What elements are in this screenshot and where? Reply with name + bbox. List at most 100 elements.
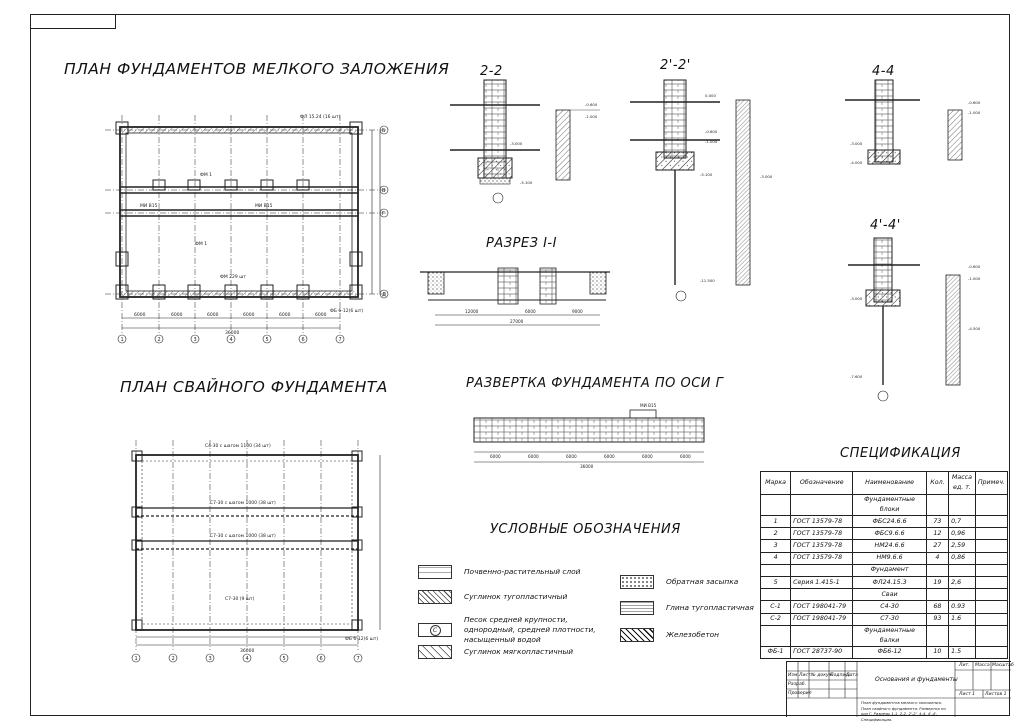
legend-item: Суглинок тугопластичный: [418, 590, 608, 604]
svg-text:6000: 6000: [680, 454, 691, 459]
development-title: РАЗВЕРТКА ФУНДАМЕНТА ПО ОСИ Г: [466, 376, 724, 391]
shallow-plan-axis-bubbles: 1 2 3 4 5 6 7 Б В Г Д: [117, 125, 389, 344]
legend-item: Обратная засыпка: [620, 575, 770, 589]
svg-text:6: 6: [320, 656, 323, 662]
pile-c730c-label: С7-30 (9 шт): [225, 596, 255, 602]
loam-stiff-swatch: [418, 590, 452, 604]
mu-label-1: МИ В15: [140, 203, 158, 209]
pile-plan-annotations: С4-30 с шагом 1100 (34 шт) С7-30 с шагом…: [205, 443, 378, 654]
svg-text:-7.600: -7.600: [850, 374, 863, 379]
section-2-2-drawing: [450, 79, 600, 204]
svg-text:-3.000: -3.000: [850, 296, 863, 301]
legend-item: C Песок средней крупности, однородный, с…: [418, 615, 618, 645]
section-2-2-title: 2-2: [480, 64, 503, 79]
svg-text:-1.000: -1.000: [585, 114, 598, 119]
svg-text:6000: 6000: [171, 312, 183, 318]
svg-text:Г: Г: [382, 211, 385, 217]
svg-text:3: 3: [209, 656, 212, 662]
svg-text:7: 7: [339, 337, 342, 343]
svg-text:-4.500: -4.500: [968, 326, 981, 331]
pile-foundation-plan: [131, 440, 381, 650]
svg-text:9000: 9000: [572, 309, 583, 314]
sand-swatch: C: [418, 623, 452, 637]
spec-table: Марка Обозначение Наименование Кол. Масс…: [759, 471, 1009, 659]
sheet-description: План фундаментов мелкого заложения. План…: [861, 700, 946, 722]
drawing-name: Основания и фундаменты: [875, 676, 958, 683]
legend-item: Почвенно-растительный слой: [418, 565, 608, 579]
section-4-4-drawing: [845, 79, 963, 165]
svg-text:-3.000: -3.000: [760, 174, 773, 179]
shallow-plan-annotations: ФЛ 15.24 (16 шт) ФМ 1 МИ В15 МИ В15 ФМ 1…: [140, 114, 363, 336]
svg-text:3: 3: [194, 337, 197, 343]
svg-text:-11.500: -11.500: [700, 278, 715, 283]
fm-label: ФМ 1: [200, 172, 212, 178]
loam-soft-swatch: [418, 645, 452, 659]
svg-text:6000: 6000: [279, 312, 291, 318]
spec-title: СПЕЦИФИКАЦИЯ: [840, 446, 961, 461]
title-block: Изм. Лист № докум. Подпись Дата Разраб. …: [786, 661, 1014, 722]
svg-text:-3.000: -3.000: [850, 141, 863, 146]
svg-text:-0.600: -0.600: [968, 264, 981, 269]
svg-text:1: 1: [135, 656, 138, 662]
svg-text:-4.000: -4.000: [850, 160, 863, 165]
clay-swatch: [620, 601, 654, 615]
svg-text:6000: 6000: [528, 454, 539, 459]
pile-c430-label: С4-30 с шагом 1100 (34 шт): [205, 443, 271, 449]
section-2-2p-drawing: [630, 79, 751, 302]
development-drawing: [473, 409, 705, 463]
mu-label-2: МИ В15: [255, 203, 273, 209]
svg-text:6: 6: [302, 337, 305, 343]
svg-text:-1.000: -1.000: [968, 110, 981, 115]
pile-c730b-label: С7-30 с шагом 1000 (38 шт): [210, 533, 276, 539]
spec-header-row: Марка Обозначение Наименование Кол. Масс…: [759, 471, 1009, 495]
svg-text:4: 4: [246, 656, 249, 662]
fl-label: ФЛ 15.24 (16 шт): [300, 114, 341, 120]
svg-text:6000: 6000: [315, 312, 327, 318]
svg-text:6000: 6000: [642, 454, 653, 459]
section-4-4p-drawing: [848, 237, 961, 402]
svg-text:6000: 6000: [525, 309, 536, 314]
section-2-2-elevations: -0.600 -1.000 -3.000 -5.100: [510, 102, 598, 185]
topsoil-swatch: [418, 565, 452, 579]
svg-text:В: В: [382, 188, 386, 194]
fm229-label: ФМ 229 шт: [220, 274, 246, 280]
fb-label: ФБ 6-12(6 шт): [330, 308, 363, 314]
svg-text:27000: 27000: [510, 319, 524, 324]
svg-text:-0.600: -0.600: [968, 100, 981, 105]
concrete-swatch: [620, 628, 654, 642]
backfill-swatch: [620, 575, 654, 589]
svg-text:-0.600: -0.600: [705, 129, 718, 134]
pile-fb-label: ФБ 6-12(6 шт): [345, 636, 378, 642]
svg-text:-0.600: -0.600: [585, 102, 598, 107]
svg-text:Б: Б: [382, 128, 386, 134]
shallow-plan-title: ПЛАН ФУНДАМЕНТОВ МЕЛКОГО ЗАЛОЖЕНИЯ: [64, 60, 450, 78]
svg-text:36000: 36000: [580, 464, 594, 469]
spec-group-row: Фундаментные балки: [759, 624, 1009, 647]
shallow-foundation-plan: [105, 115, 388, 333]
svg-text:6000: 6000: [207, 312, 219, 318]
section-1-1-dims: 12000 6000 9000 27000: [465, 309, 583, 324]
pile-plan-axis-bubbles: 1 2 3 4 5 6 7: [131, 653, 363, 663]
svg-text:6000: 6000: [134, 312, 146, 318]
fm-label-2: ФМ 1: [195, 241, 207, 247]
svg-text:2: 2: [172, 656, 175, 662]
pile-plan-title: ПЛАН СВАЙНОГО ФУНДАМЕНТА: [120, 378, 388, 396]
section-2-2p-title: 2'-2': [660, 58, 691, 73]
shallow-total-dim: 36000: [225, 330, 239, 336]
section-4-4-elevations: -0.600 -1.000 -3.000 -4.000: [850, 100, 981, 165]
svg-text:6000: 6000: [566, 454, 577, 459]
svg-text:Д: Д: [382, 292, 386, 298]
svg-text:5: 5: [283, 656, 286, 662]
section-4-4p-elevations: -0.600 -1.000 -3.000 -4.500 -7.600: [850, 264, 981, 379]
spec-group-row: Фундаментные блоки: [759, 494, 1009, 516]
svg-text:-1.000: -1.000: [968, 276, 981, 281]
section-1-1-title: РАЗРЕЗ I-I: [486, 236, 557, 251]
legend-title: УСЛОВНЫЕ ОБОЗНАЧЕНИЯ: [490, 522, 681, 537]
svg-text:-1.000: -1.000: [705, 139, 718, 144]
svg-text:1: 1: [121, 337, 124, 343]
